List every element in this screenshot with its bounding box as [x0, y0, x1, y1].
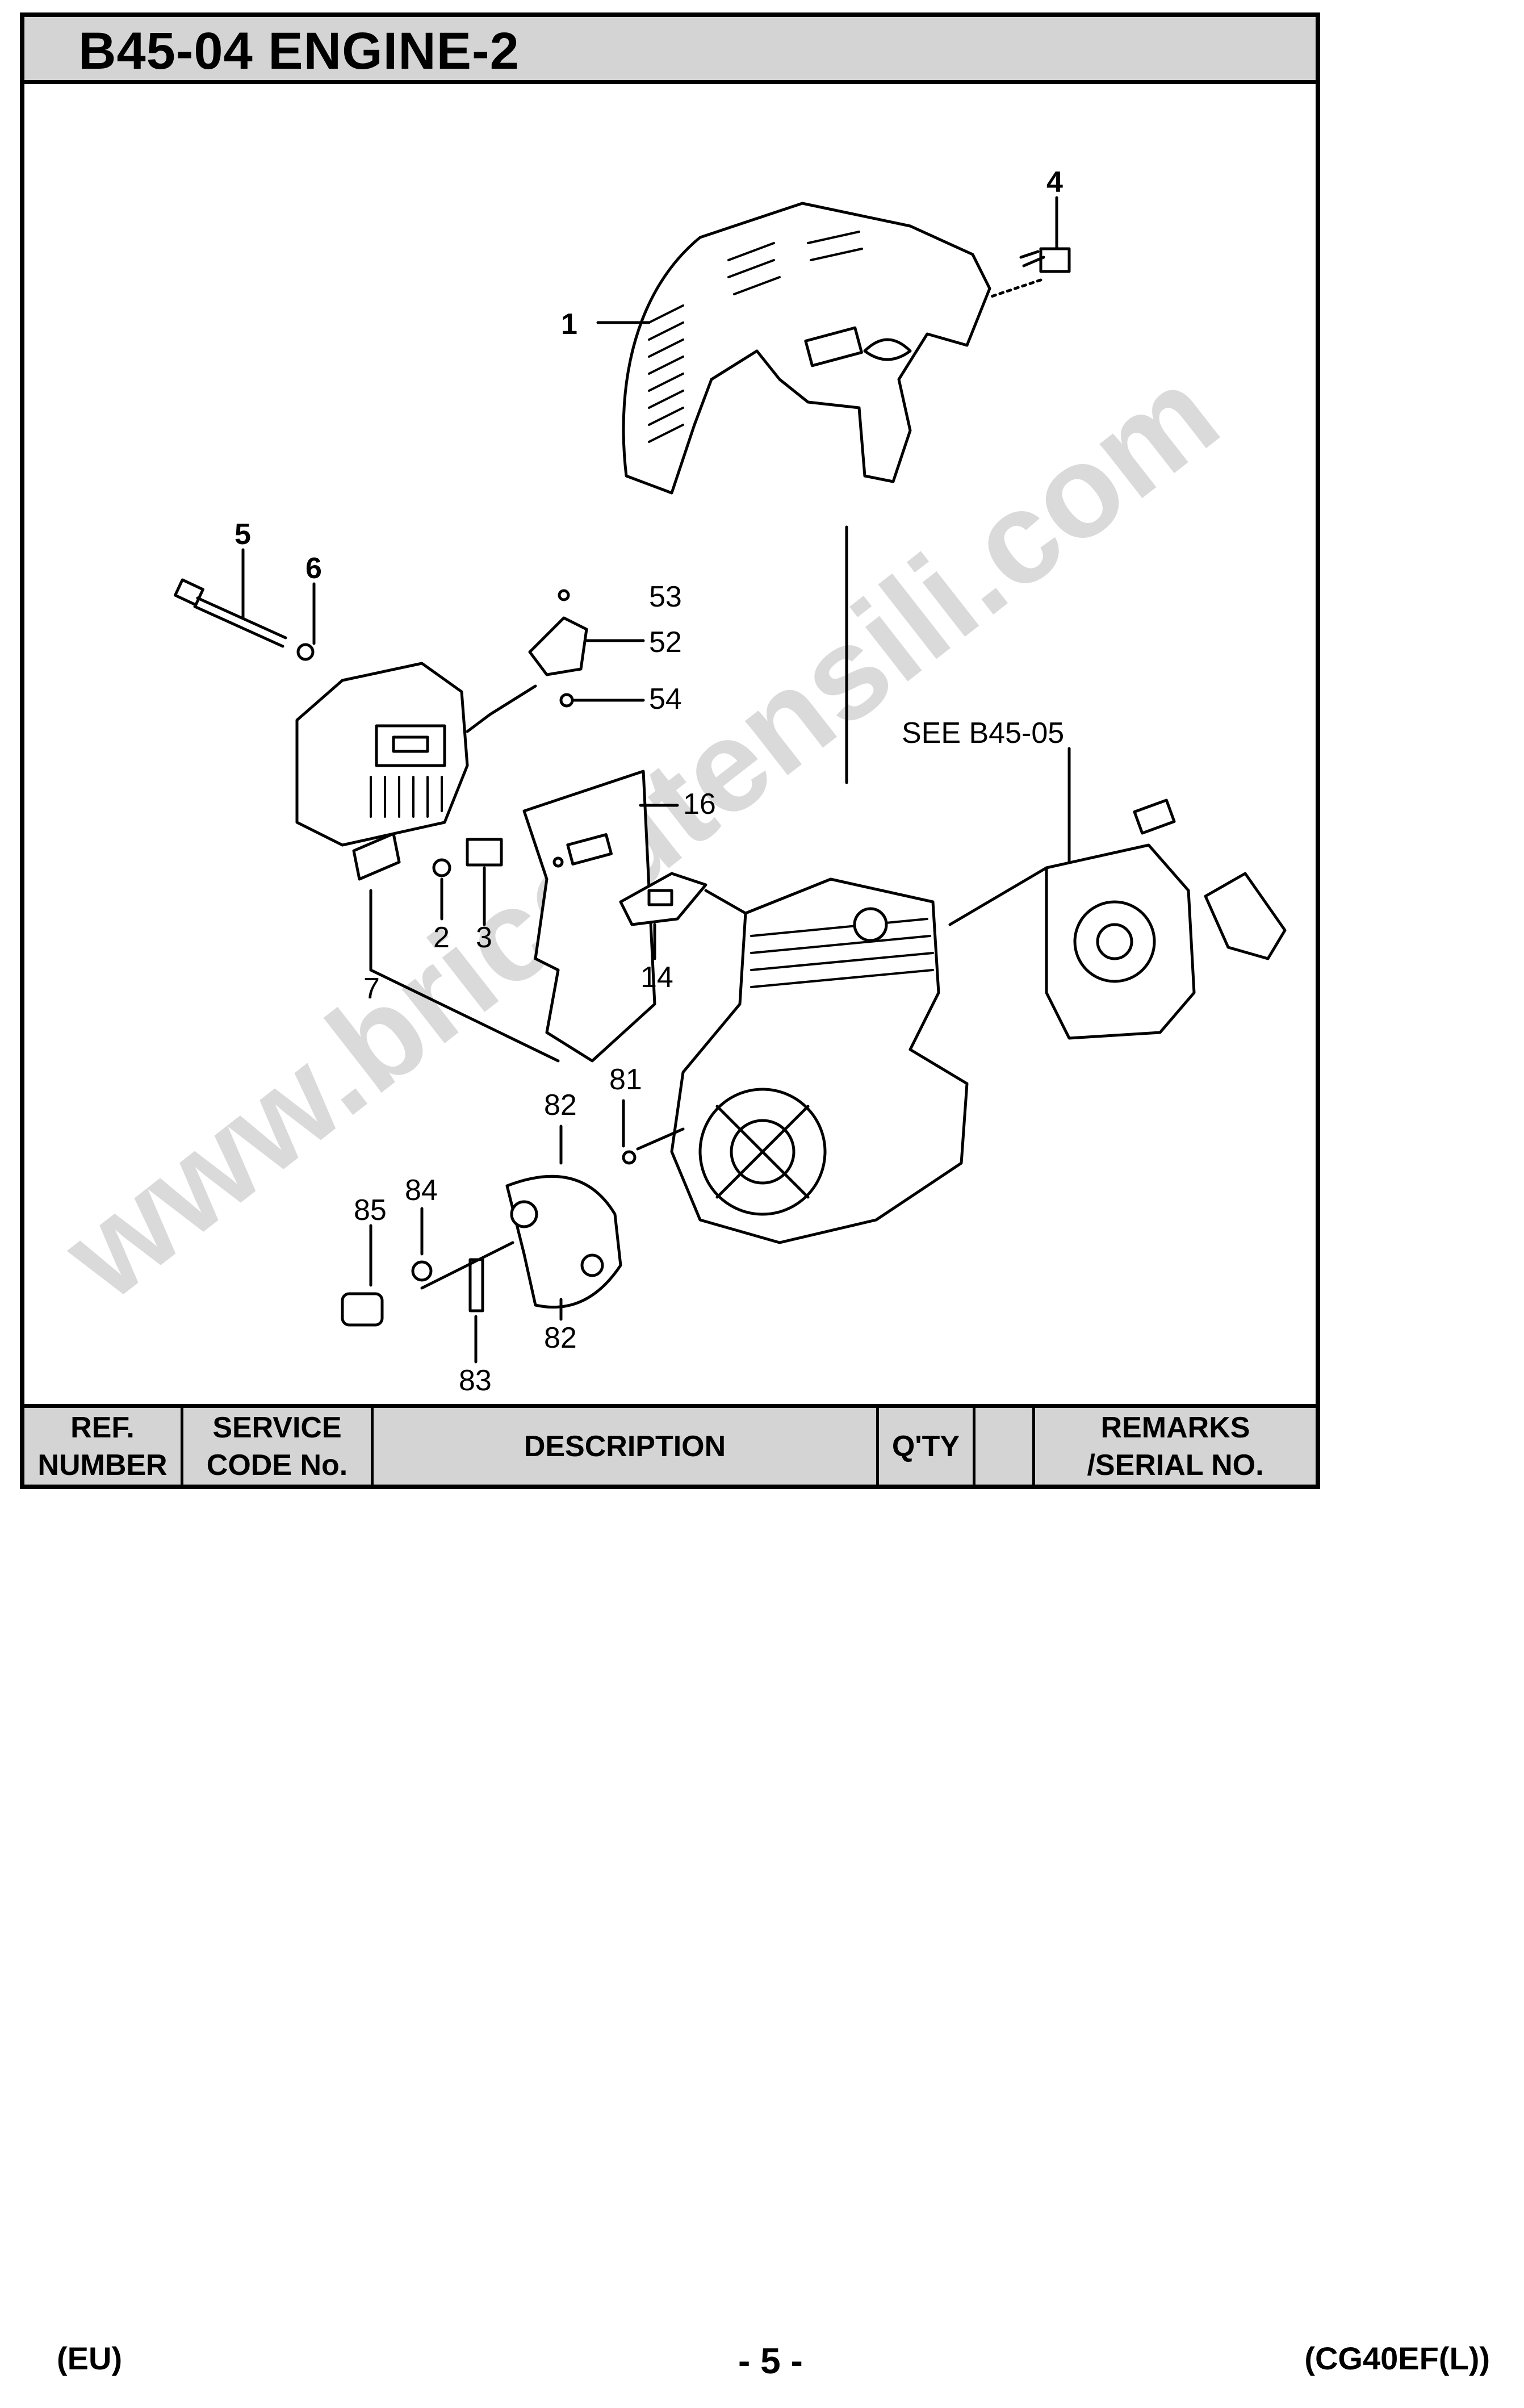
washer-part-84	[411, 1260, 433, 1282]
nut-part-54	[559, 693, 574, 708]
callout-53: 53	[649, 580, 682, 613]
callout-85: 85	[354, 1194, 387, 1227]
column-description: DESCRIPTION	[374, 1408, 879, 1485]
callout-6: 6	[305, 552, 322, 585]
muffler-part	[295, 662, 469, 881]
callout-5: 5	[235, 518, 251, 551]
callout-82-top: 82	[544, 1089, 577, 1122]
screw-part-53	[558, 589, 570, 601]
callout-82-bottom: 82	[544, 1322, 577, 1354]
callout-52: 52	[649, 626, 682, 659]
callout-54: 54	[649, 683, 682, 716]
e-ring-part-81	[622, 1150, 637, 1165]
column-ref-number: REF.NUMBER	[24, 1408, 183, 1485]
callout-14: 14	[640, 961, 673, 994]
fitting-part-52	[528, 616, 588, 676]
parts-diagram-sheet: B45-04 ENGINE-2 www.bricoutensili.com	[20, 12, 1320, 1489]
nut-part-85	[341, 1292, 384, 1327]
callout-16: 16	[683, 788, 716, 821]
washer-part-6	[296, 643, 315, 661]
column-quantity: Q'TY	[879, 1408, 975, 1485]
gasket-part-14	[619, 872, 707, 926]
callout-4: 4	[1046, 166, 1063, 199]
column-remarks: REMARKS/SERIAL NO.	[1087, 1411, 1264, 1482]
heat-shield-part-16	[522, 770, 656, 1063]
engine-cover-part	[622, 202, 991, 495]
engine-block-part	[670, 877, 969, 1244]
callout-7: 7	[363, 972, 380, 1005]
bolt-part-3	[466, 838, 503, 867]
washer-part-2	[432, 858, 451, 877]
bolt-part-5	[174, 578, 287, 648]
see-reference-label: SEE B45-05	[902, 717, 1064, 750]
footer-model: (CG40EF(L))	[1304, 2340, 1490, 2376]
clutch-shoe-part-82	[505, 1174, 622, 1309]
section-title: B45-04 ENGINE-2	[78, 22, 520, 80]
callout-1: 1	[561, 308, 577, 341]
callout-3: 3	[476, 921, 492, 954]
footer-region: (EU)	[57, 2340, 123, 2376]
recoil-starter-assembly	[1045, 799, 1287, 1040]
page-number: - 5 -	[738, 2340, 803, 2381]
section-title-bar: B45-04 ENGINE-2	[24, 17, 1316, 84]
clutch-bolt-part-83	[468, 1258, 484, 1312]
callout-81: 81	[609, 1063, 642, 1096]
callout-2: 2	[433, 921, 450, 954]
callout-84: 84	[405, 1174, 438, 1207]
screw-part-4	[1019, 247, 1071, 273]
exploded-parts-diagram: www.bricoutensili.com	[24, 84, 1316, 1413]
column-blank	[975, 1408, 1035, 1485]
callout-83: 83	[459, 1364, 492, 1397]
